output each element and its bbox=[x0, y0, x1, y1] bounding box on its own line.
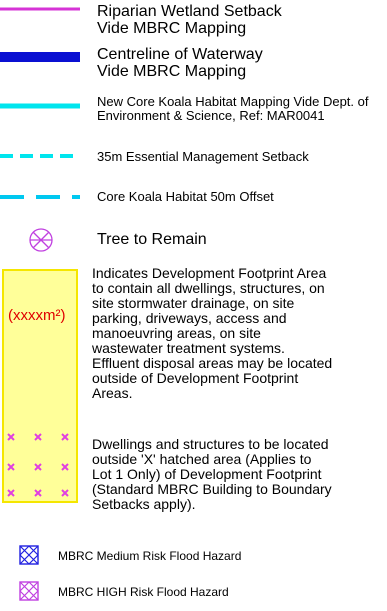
centreline-line-symbol bbox=[0, 52, 80, 62]
essential-setback-line-symbol bbox=[0, 154, 80, 158]
x-hatch-desc-line: Dwellings and structures to be located bbox=[92, 436, 329, 452]
koala-core-line1: New Core Koala Habitat Mapping Vide Dept… bbox=[97, 94, 369, 109]
flood-medium-label: MBRC Medium Risk Flood Hazard bbox=[58, 549, 242, 563]
centreline-line1: Centreline of Waterway bbox=[97, 46, 263, 63]
riparian-line2: Vide MBRC Mapping bbox=[97, 20, 247, 37]
x-hatch-description: Dwellings and structures to be located o… bbox=[92, 437, 387, 512]
flood-medium-hatch-symbol bbox=[19, 545, 39, 565]
x-hatch-desc-line: outside 'X' hatched area (Applies to bbox=[92, 451, 312, 467]
flood-high-hatch-symbol bbox=[19, 581, 39, 601]
koala-core-line2: Environment & Science, Ref: MAR0041 bbox=[97, 108, 325, 123]
centreline-line2: Vide MBRC Mapping bbox=[97, 63, 247, 80]
tree-to-remain-label: Tree to Remain bbox=[97, 231, 207, 248]
footprint-area-label: (xxxxm²) bbox=[8, 307, 66, 324]
footprint-desc-line: Effluent disposal areas may be located bbox=[92, 355, 333, 371]
footprint-desc-line: parking, driveways, access and bbox=[92, 310, 287, 326]
footprint-desc-line: Areas. bbox=[92, 385, 133, 401]
footprint-desc-line: manoeuvring areas, on site bbox=[92, 325, 261, 341]
flood-high-label: MBRC HIGH Risk Flood Hazard bbox=[58, 585, 229, 599]
footprint-desc-line: site stormwater drainage, on site bbox=[92, 295, 295, 311]
x-hatch-desc-line: (Standard MBRC Building to Boundary bbox=[92, 481, 332, 497]
riparian-setback-label: Riparian Wetland Setback Vide MBRC Mappi… bbox=[97, 3, 282, 37]
koala-core-label: New Core Koala Habitat Mapping Vide Dept… bbox=[97, 95, 368, 123]
essential-setback-label: 35m Essential Management Setback bbox=[97, 149, 309, 164]
x-hatch-desc-line: Lot 1 Only) of Development Footprint bbox=[92, 466, 322, 482]
x-hatch-pattern bbox=[7, 433, 69, 497]
tree-to-remain-icon bbox=[29, 228, 53, 252]
footprint-description: Indicates Development Footprint Area to … bbox=[92, 266, 387, 401]
centreline-label: Centreline of Waterway Vide MBRC Mapping bbox=[97, 46, 263, 80]
riparian-line1: Riparian Wetland Setback bbox=[97, 3, 282, 20]
footprint-desc-line: outside of Development Footprint bbox=[92, 370, 299, 386]
footprint-desc-line: to contain all dwellings, structures, on bbox=[92, 280, 325, 296]
koala-core-line-symbol bbox=[0, 103, 80, 109]
footprint-desc-line: Indicates Development Footprint Area bbox=[92, 265, 327, 281]
footprint-desc-line: wastewater treatment systems. bbox=[92, 340, 285, 356]
riparian-setback-line-symbol bbox=[0, 7, 80, 11]
koala-offset-line-symbol bbox=[0, 195, 80, 199]
x-hatch-desc-line: Setbacks apply). bbox=[92, 496, 196, 512]
koala-offset-label: Core Koala Habitat 50m Offset bbox=[97, 189, 274, 204]
